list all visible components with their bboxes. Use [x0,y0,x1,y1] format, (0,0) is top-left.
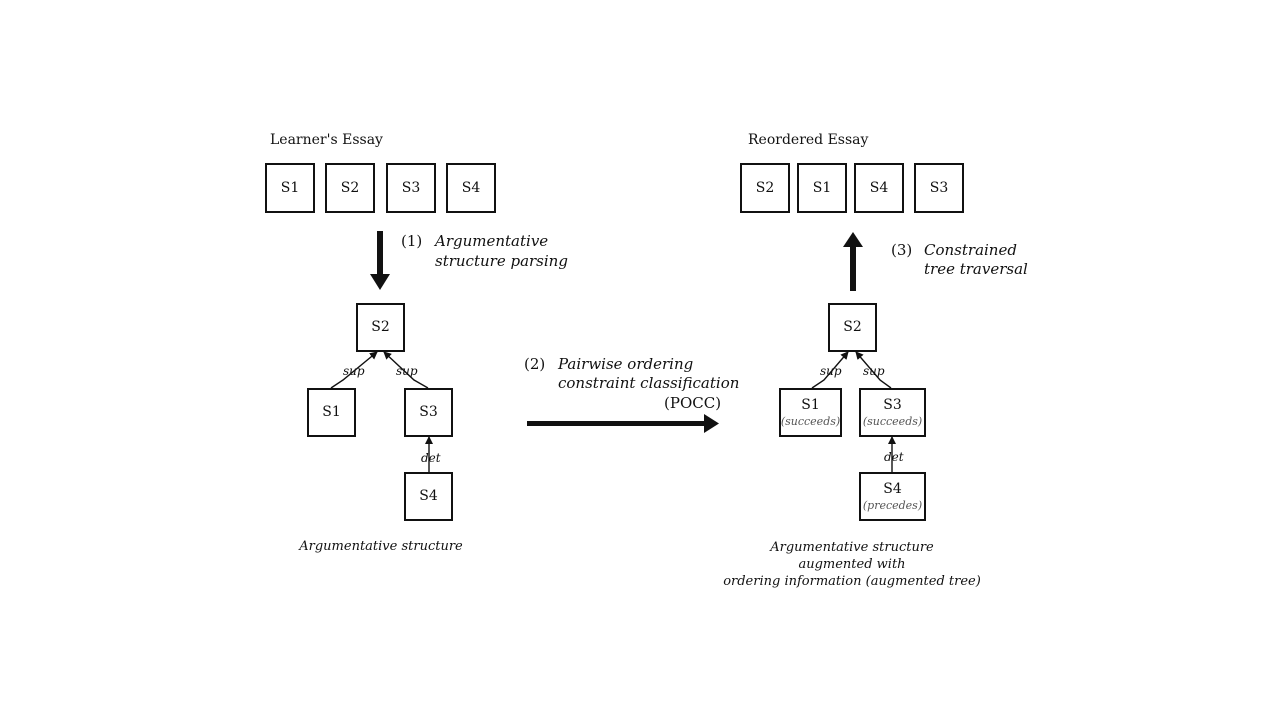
node-label: S3 [419,404,438,421]
tree-node-child: S1 [307,388,356,437]
sentence-label: S3 [401,179,421,196]
step1-label-line2: structure parsing [435,252,568,270]
sentence-label: S4 [869,179,889,196]
tree-node-root: S2 [356,303,405,352]
edge-s3-to-s2 [383,351,429,389]
step2-label-line2: constraint classification [558,374,740,392]
tree-node-grandchild: S4 [404,472,453,521]
node-label: S1 [322,404,341,421]
learners-essay-title: Learner's Essay [270,132,383,148]
step3-number: (3) [891,241,913,259]
step3-label-line1: Constrained [924,241,1017,259]
right-caption-line: ordering information (augmented tree) [723,574,981,589]
node-label: S4 [883,480,902,497]
sentence-label: S4 [461,179,481,196]
step2-label-line3: (POCC) [664,394,722,412]
reordered-essay-title: Reordered Essay [748,132,869,148]
right-caption-line: Argumentative structure [770,540,934,555]
step3-label-line2: tree traversal [924,260,1028,278]
step1-arrow [370,231,390,290]
reordered-sentence-box: S4 [854,163,904,213]
ordering-label: (succeeds) [862,415,923,429]
node-label: S3 [883,396,902,413]
reordered-sentence-box: S2 [740,163,790,213]
step3-arrow [843,232,863,291]
sentence-label: S1 [812,179,832,196]
tree-node-child: S3 [404,388,453,437]
essay-sentence-box: S2 [325,163,375,213]
reordered-sentence-box: S3 [914,163,964,213]
aug-tree-node-child: S3 (succeeds) [859,388,926,437]
edge-label-sup: sup [863,364,885,378]
edge-s1-to-s2 [330,351,378,389]
sentence-label: S2 [340,179,360,196]
essay-sentence-box: S3 [386,163,436,213]
edge-label-det: det [421,451,441,465]
ordering-label: (succeeds) [780,415,841,429]
left-caption: Argumentative structure [299,539,463,554]
essay-sentence-box: S1 [265,163,315,213]
edge-label-det: det [884,450,904,464]
edge-aug-s1-to-s2 [811,351,849,389]
node-label: S2 [843,319,862,336]
edge-label-sup: sup [343,364,365,378]
sentence-label: S1 [280,179,300,196]
node-label: S4 [419,488,438,505]
right-caption: Argumentative structure augmented with o… [722,539,982,590]
step2-arrow [527,414,719,433]
step2-label-line1: Pairwise ordering [558,355,694,373]
edge-label-sup: sup [396,364,418,378]
step1-number: (1) [401,232,423,250]
edge-aug-s3-to-s2 [855,351,892,389]
sentence-label: S2 [755,179,775,196]
aug-tree-node-root: S2 [828,303,877,352]
reordered-sentence-box: S1 [797,163,847,213]
node-label: S1 [801,396,820,413]
aug-tree-node-grandchild: S4 (precedes) [859,472,926,521]
essay-sentence-box: S4 [446,163,496,213]
ordering-label: (precedes) [862,499,923,513]
sentence-label: S3 [929,179,949,196]
aug-tree-node-child: S1 (succeeds) [779,388,842,437]
step2-number: (2) [524,355,546,373]
right-caption-line: augmented with [798,557,906,572]
node-label: S2 [371,319,390,336]
step1-label-line1: Argumentative [435,232,549,250]
edge-label-sup: sup [820,364,842,378]
